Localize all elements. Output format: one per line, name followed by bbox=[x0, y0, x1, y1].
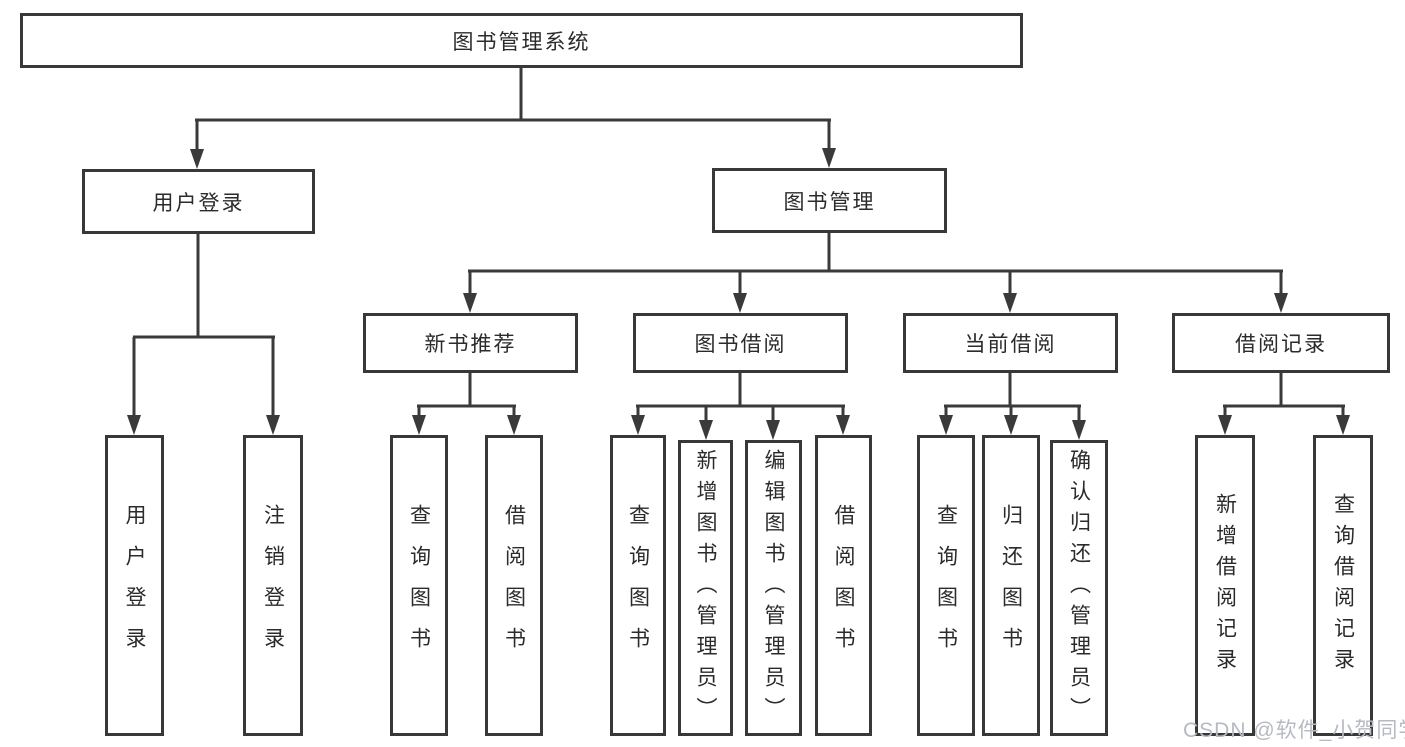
node-user-login-group: 用户登录 bbox=[82, 169, 315, 234]
node-br-add-record: 新增借阅记录 bbox=[1195, 435, 1255, 736]
node-cb-confirm-return-admin: 确认归还（管理员） bbox=[1050, 440, 1108, 736]
node-current-borrowing: 当前借阅 bbox=[903, 313, 1118, 373]
node-br-query-record: 查询借阅记录 bbox=[1313, 435, 1373, 736]
node-book-management: 图书管理 bbox=[712, 168, 947, 233]
node-bb-add-book-admin-label: 新增图书（管理员） bbox=[694, 448, 717, 728]
node-new-book-recommend: 新书推荐 bbox=[363, 313, 578, 373]
node-br-add-record-label: 新增借阅记录 bbox=[1213, 492, 1237, 679]
node-cb-query-books-label: 查询图书 bbox=[934, 503, 958, 668]
node-new-book-recommend-label: 新书推荐 bbox=[424, 333, 517, 356]
node-nb-query-books-label: 查询图书 bbox=[407, 503, 431, 668]
connector-book-management-children bbox=[463, 233, 1288, 313]
node-user-login-group-label: 用户登录 bbox=[152, 191, 245, 215]
node-bb-query-books: 查询图书 bbox=[610, 435, 666, 736]
node-cb-return-books-label: 归还图书 bbox=[999, 503, 1023, 668]
connector-book-borrow-children bbox=[631, 373, 850, 440]
node-cb-query-books: 查询图书 bbox=[917, 435, 975, 736]
node-cb-confirm-return-admin-label: 确认归还（管理员） bbox=[1067, 448, 1091, 728]
node-library-system-label: 图书管理系统 bbox=[452, 30, 591, 54]
node-book-management-label: 图书管理 bbox=[783, 190, 876, 214]
node-user-login-leaf: 用户登录 bbox=[105, 435, 164, 736]
node-borrow-records: 借阅记录 bbox=[1172, 313, 1390, 373]
node-bb-add-book-admin: 新增图书（管理员） bbox=[678, 440, 733, 736]
node-nb-query-books: 查询图书 bbox=[390, 435, 448, 736]
node-bb-borrow-books-label: 借阅图书 bbox=[832, 503, 855, 668]
csdn-watermark: CSDN @软件_小贺同学 bbox=[1183, 719, 1405, 742]
node-logout: 注销登录 bbox=[243, 435, 303, 736]
node-user-login-leaf-label: 用户登录 bbox=[123, 503, 146, 668]
node-borrow-records-label: 借阅记录 bbox=[1235, 333, 1327, 356]
connector-root-to-level1 bbox=[190, 68, 836, 169]
node-bb-edit-book-admin: 编辑图书（管理员） bbox=[745, 440, 802, 736]
node-current-borrowing-label: 当前借阅 bbox=[964, 333, 1057, 356]
node-bb-query-books-label: 查询图书 bbox=[626, 503, 650, 668]
node-nb-borrow-books-label: 借阅图书 bbox=[502, 503, 526, 668]
node-nb-borrow-books: 借阅图书 bbox=[485, 435, 543, 736]
node-library-system: 图书管理系统 bbox=[20, 13, 1023, 68]
node-book-borrowing: 图书借阅 bbox=[633, 313, 848, 373]
connector-new-book-children bbox=[412, 373, 521, 435]
node-cb-return-books: 归还图书 bbox=[982, 435, 1040, 736]
node-book-borrowing-label: 图书借阅 bbox=[694, 333, 787, 356]
node-bb-edit-book-admin-label: 编辑图书（管理员） bbox=[762, 448, 785, 728]
node-bb-borrow-books: 借阅图书 bbox=[815, 435, 872, 736]
connector-borrow-record-children bbox=[1218, 373, 1350, 435]
connector-current-borrow-children bbox=[939, 373, 1086, 440]
node-logout-label: 注销登录 bbox=[261, 503, 285, 668]
node-br-query-record-label: 查询借阅记录 bbox=[1331, 492, 1355, 679]
connector-user-login-children bbox=[127, 233, 280, 435]
